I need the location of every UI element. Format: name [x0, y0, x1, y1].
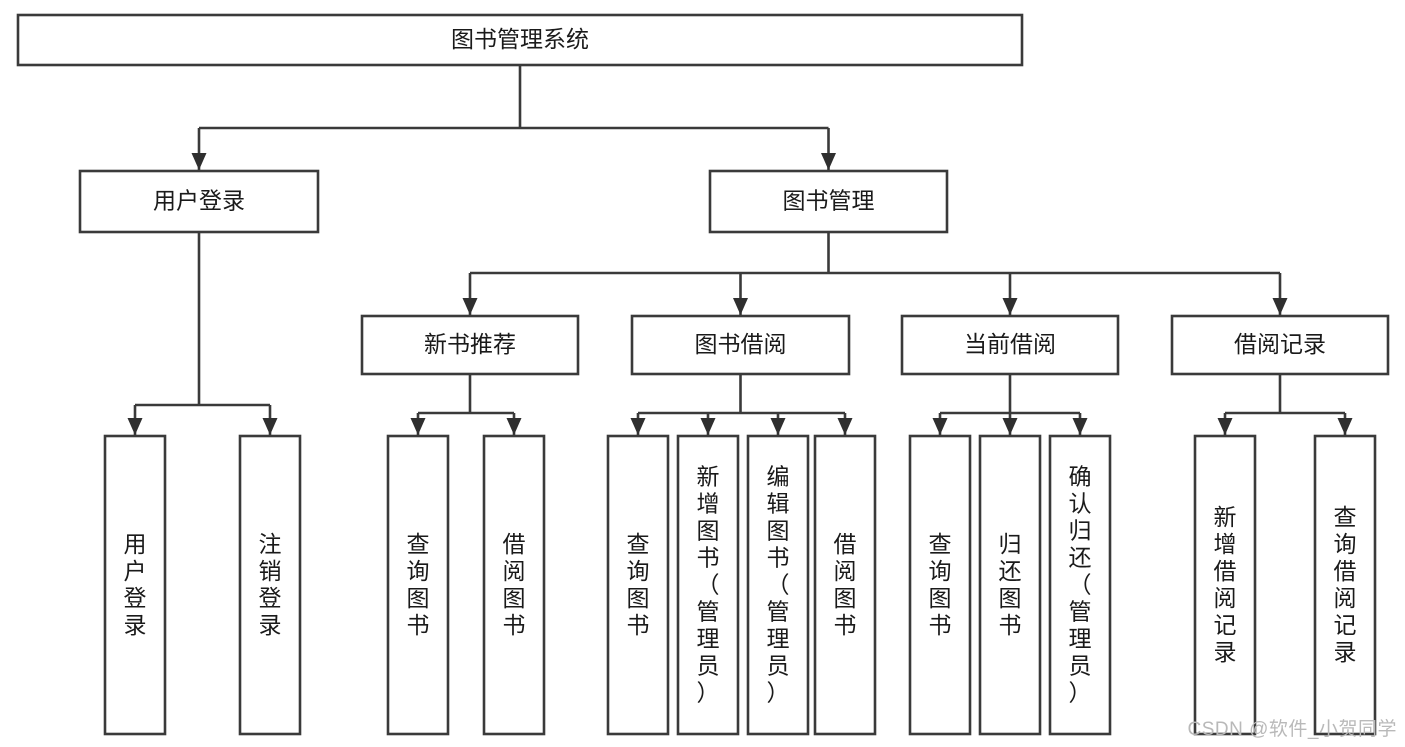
node-label-leaf-edit-book: 编辑图书（管理员）	[767, 464, 790, 706]
node-leaf-edit-book[interactable]: 编辑图书（管理员）	[746, 434, 810, 736]
node-new-book-recommend[interactable]: 新书推荐	[360, 314, 580, 376]
node-leaf-borrow-book-2[interactable]: 借阅图书	[813, 434, 877, 736]
node-box-leaf-query-book-3	[908, 434, 972, 736]
node-leaf-add-book[interactable]: 新增图书（管理员）	[676, 434, 740, 736]
node-label-current-borrow: 当前借阅	[964, 331, 1056, 357]
arrow-head-icon-user-login	[191, 153, 207, 170]
node-label-borrow-records: 借阅记录	[1234, 331, 1326, 357]
node-box-leaf-borrow-book-1	[482, 434, 546, 736]
arrow-head-icon-leaf-user-login	[127, 418, 143, 435]
node-box-leaf-user-login	[103, 434, 167, 736]
node-current-borrow[interactable]: 当前借阅	[900, 314, 1120, 376]
node-label-leaf-borrow-book-1: 借阅图书	[503, 531, 526, 638]
arrow-head-icon-leaf-borrow-book-2	[837, 418, 853, 435]
node-user-login[interactable]: 用户登录	[78, 169, 320, 234]
node-book-borrow[interactable]: 图书借阅	[630, 314, 851, 376]
node-label-leaf-query-book-2: 查询图书	[627, 531, 650, 638]
node-label-leaf-add-book: 新增图书（管理员）	[697, 464, 720, 706]
node-layer: 图书管理系统用户登录图书管理新书推荐图书借阅当前借阅借阅记录用户登录注销登录查询…	[16, 13, 1390, 736]
node-label-leaf-add-record: 新增借阅记录	[1214, 504, 1237, 665]
node-box-book-management	[708, 169, 949, 234]
node-leaf-query-record[interactable]: 查询借阅记录	[1313, 434, 1377, 736]
node-label-undefined: 图书管理系统	[451, 26, 589, 52]
arrow-head-icon-current-borrow	[1002, 298, 1018, 315]
node-box-user-login	[78, 169, 320, 234]
node-label-book-borrow: 图书借阅	[695, 331, 787, 357]
node-label-leaf-query-book-1: 查询图书	[407, 531, 430, 638]
arrow-head-icon-leaf-logout	[262, 418, 278, 435]
node-box-leaf-query-record	[1313, 434, 1377, 736]
node-box-leaf-add-record	[1193, 434, 1257, 736]
arrow-head-icon-book-borrow	[733, 298, 748, 315]
connector-layer	[127, 65, 1353, 435]
node-leaf-query-book-1[interactable]: 查询图书	[386, 434, 450, 736]
node-leaf-query-book-3[interactable]: 查询图书	[908, 434, 972, 736]
arrow-head-icon-leaf-add-book	[700, 418, 716, 435]
arrow-head-icon-leaf-query-book-2	[630, 418, 646, 435]
node-leaf-add-record[interactable]: 新增借阅记录	[1193, 434, 1257, 736]
node-label-leaf-return-book: 归还图书	[999, 531, 1022, 638]
arrow-head-icon-book-management	[821, 153, 836, 170]
node-label-leaf-query-book-3: 查询图书	[929, 531, 952, 638]
node-box-leaf-borrow-book-2	[813, 434, 877, 736]
arrow-head-icon-leaf-return-book	[1002, 418, 1018, 435]
arrow-head-icon-leaf-query-record	[1337, 418, 1353, 435]
node-box-leaf-edit-book	[746, 434, 810, 736]
node-borrow-records[interactable]: 借阅记录	[1170, 314, 1390, 376]
node-leaf-confirm-return[interactable]: 确认归还（管理员）	[1048, 434, 1112, 736]
node-label-leaf-confirm-return: 确认归还（管理员）	[1069, 464, 1092, 706]
node-box-leaf-return-book	[978, 434, 1042, 736]
node-leaf-query-book-2[interactable]: 查询图书	[606, 434, 670, 736]
arrow-head-icon-leaf-query-book-3	[932, 418, 948, 435]
node-box-leaf-logout	[238, 434, 302, 736]
arrow-head-icon-leaf-confirm-return	[1072, 418, 1088, 435]
node-box-undefined	[16, 13, 1024, 67]
node-leaf-borrow-book-1[interactable]: 借阅图书	[482, 434, 546, 736]
node-leaf-logout[interactable]: 注销登录	[238, 434, 302, 736]
node-leaf-user-login[interactable]: 用户登录	[103, 434, 167, 736]
node-box-leaf-confirm-return	[1048, 434, 1112, 736]
node-label-new-book-recommend: 新书推荐	[424, 331, 516, 357]
node-undefined[interactable]: 图书管理系统	[16, 13, 1024, 67]
node-label-leaf-user-login: 用户登录	[124, 531, 147, 638]
node-box-book-borrow	[630, 314, 851, 376]
arrow-head-icon-leaf-query-book-1	[410, 418, 426, 435]
arrow-head-icon-borrow-records	[1272, 298, 1288, 315]
node-book-management[interactable]: 图书管理	[708, 169, 949, 234]
node-label-leaf-query-record: 查询借阅记录	[1334, 504, 1357, 665]
node-label-leaf-borrow-book-2: 借阅图书	[834, 531, 857, 638]
node-label-book-management: 图书管理	[783, 188, 875, 214]
arrow-head-icon-leaf-edit-book	[770, 418, 786, 435]
node-label-leaf-logout: 注销登录	[259, 531, 282, 638]
arrow-head-icon-leaf-borrow-book-1	[506, 418, 522, 435]
arrow-head-icon-new-book-recommend	[462, 298, 478, 315]
node-box-leaf-query-book-2	[606, 434, 670, 736]
node-box-new-book-recommend	[360, 314, 580, 376]
node-box-leaf-add-book	[676, 434, 740, 736]
node-box-current-borrow	[900, 314, 1120, 376]
arrow-head-icon-leaf-add-record	[1217, 418, 1233, 435]
node-leaf-return-book[interactable]: 归还图书	[978, 434, 1042, 736]
node-label-user-login: 用户登录	[153, 188, 245, 214]
node-box-leaf-query-book-1	[386, 434, 450, 736]
node-box-borrow-records	[1170, 314, 1390, 376]
